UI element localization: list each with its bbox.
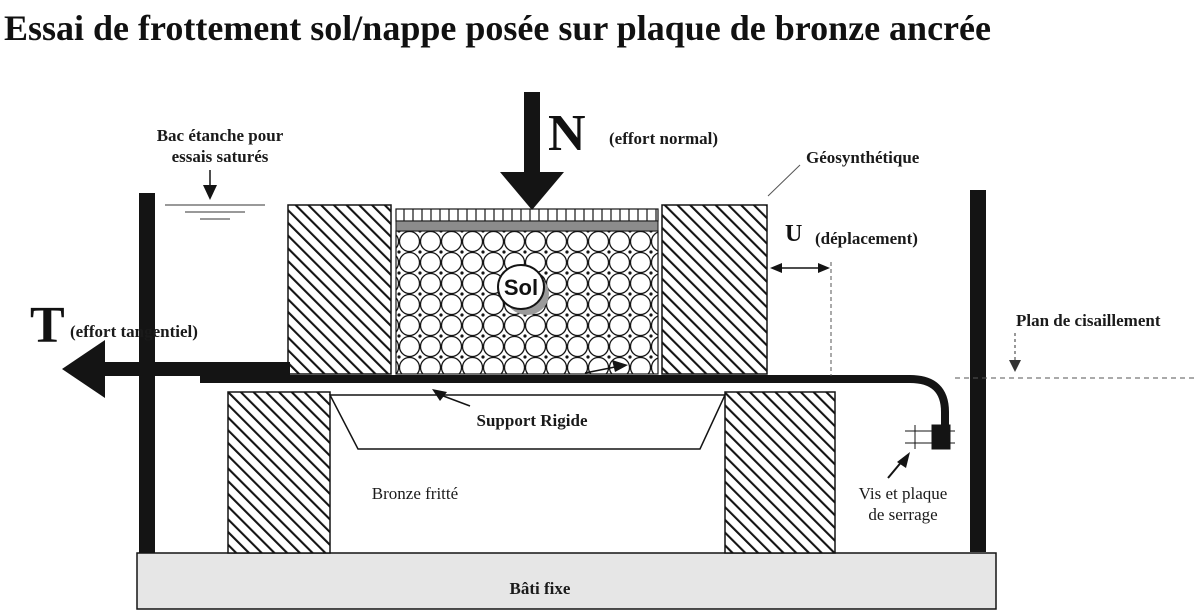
fixed-frame-label: Bâti fixe [510, 579, 571, 598]
tank-label-line-2: essais saturés [172, 147, 269, 166]
shear-box-wall-left [287, 204, 392, 375]
shear-plane-label: Plan de cisaillement [1016, 311, 1161, 330]
shear-plane-arrow-upper [584, 360, 628, 374]
bronze-plate [200, 375, 949, 432]
loading-plate [395, 208, 659, 222]
geosynthetic-label: Géosynthétique [806, 148, 920, 167]
lower-support-right [724, 391, 836, 554]
lower-support-left [227, 391, 331, 554]
rigid-support-label: Support Rigide [477, 411, 588, 430]
tangential-force-label: (effort tangentiel) [70, 322, 198, 341]
water-surface-symbol [165, 204, 265, 220]
tank-pointer-arrow [203, 170, 217, 200]
displacement-label: (déplacement) [815, 229, 918, 248]
fixed-frame [136, 552, 997, 610]
normal-force-label: (effort normal) [609, 129, 718, 148]
normal-force-symbol: N [548, 105, 586, 162]
sintered-bronze-label: Bronze fritté [372, 484, 458, 503]
clamp-screw-marks [905, 425, 955, 449]
loading-plate-ticks [403, 209, 657, 221]
plate-pointer-arrow [432, 389, 471, 407]
displacement-symbol: U [785, 221, 802, 247]
soil-badge [497, 264, 545, 310]
displacement-arrow [770, 263, 830, 273]
normal-force-arrow [500, 92, 564, 210]
rigid-support [328, 394, 727, 450]
clamp-label-line-1: Vis et plaque [859, 484, 948, 503]
tank-label-line-1: Bac étanche pour [157, 126, 284, 145]
diagram-title: Essai de frottement sol/nappe posée sur … [4, 8, 991, 48]
geosynthetic-strip [395, 220, 659, 232]
geosynthetic-leader-line [767, 164, 801, 197]
soil-label: Sol [504, 275, 538, 300]
tangential-force-arrow [62, 340, 290, 398]
shear-plane-pointer [1009, 333, 1021, 372]
tank-wall-right [970, 190, 986, 552]
anchor-clamp-block [931, 424, 951, 450]
clamp-pointer-arrow [887, 452, 910, 479]
tangential-force-symbol: T [30, 297, 65, 354]
shear-box-wall-right [661, 204, 768, 375]
clamp-label-line-2: de serrage [868, 505, 937, 524]
